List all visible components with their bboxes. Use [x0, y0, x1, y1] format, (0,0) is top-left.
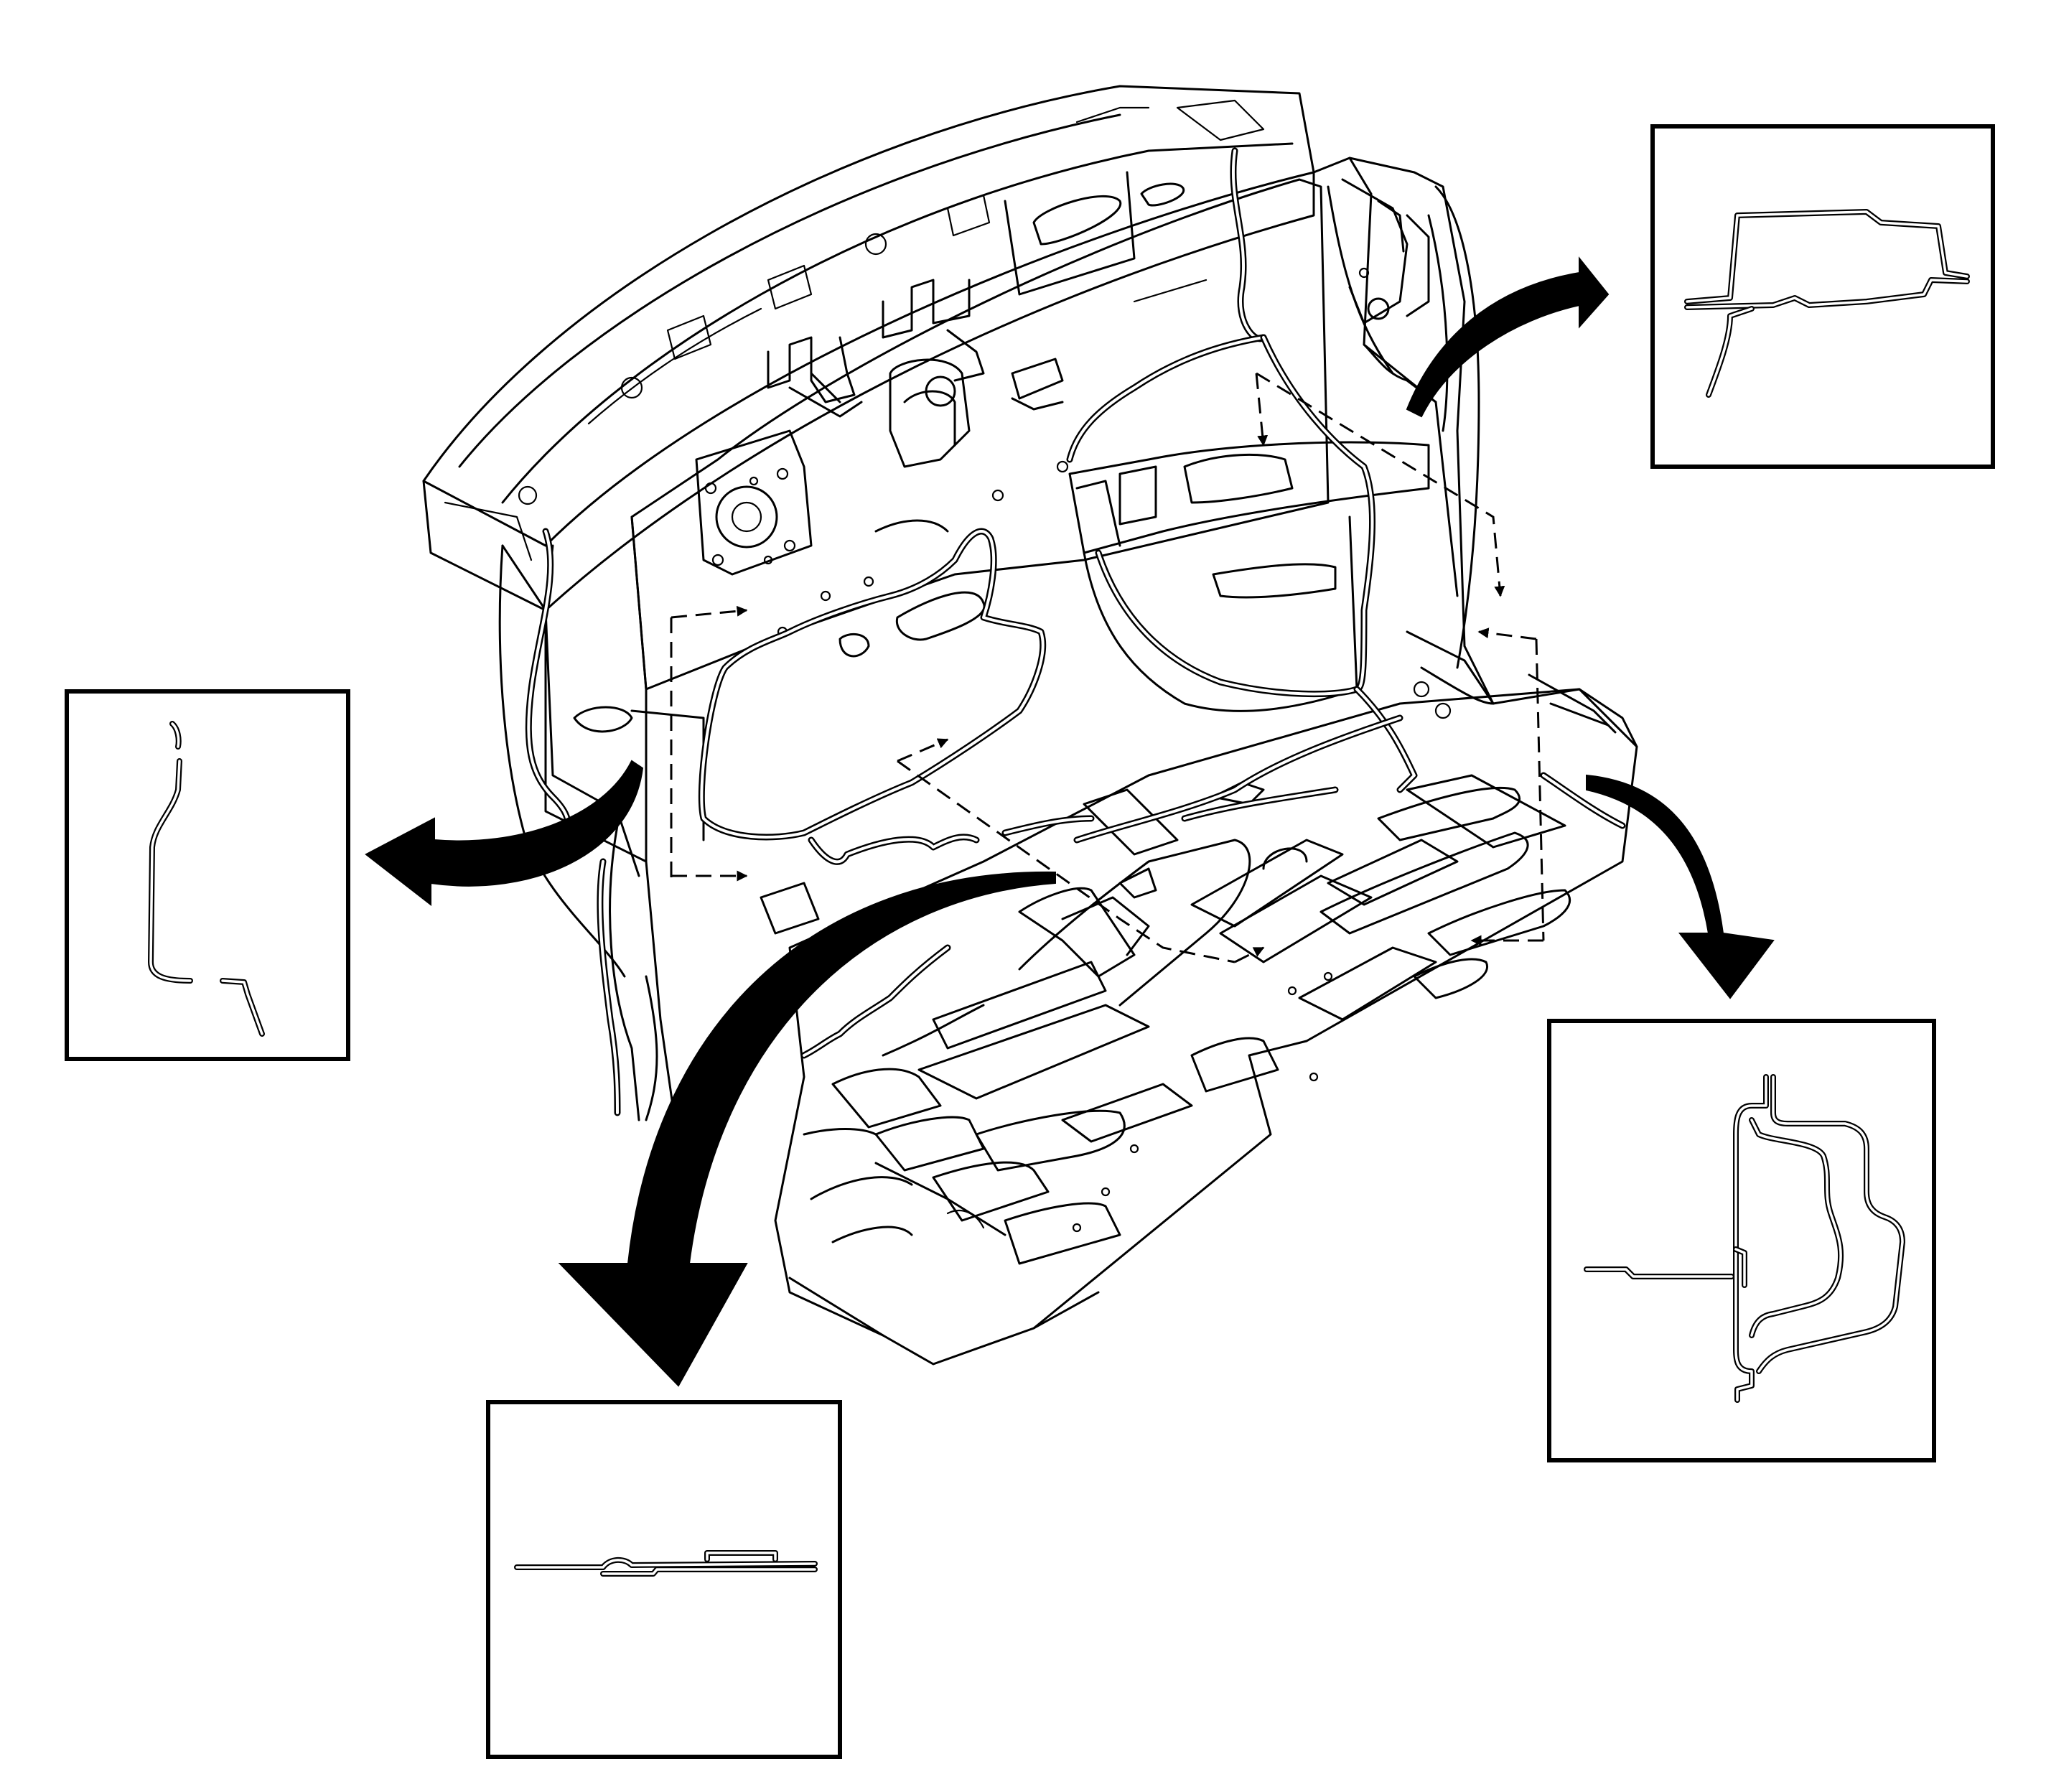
section-floor-lap-joint: [514, 1550, 818, 1577]
callout-frame: [486, 1400, 842, 1759]
callout-arrow-lower-right: [1586, 774, 1775, 999]
section-reference-lines: [670, 372, 1545, 963]
body-drawing: [365, 85, 1775, 1387]
right-hinge-pillar: [1312, 157, 1638, 748]
cowl-side-bracket: [1068, 441, 1430, 712]
callout-box-bottom: [486, 1400, 842, 1759]
left-hinge-pillar: [498, 515, 705, 1121]
callout-arrow-left: [365, 760, 644, 907]
section-dash-pillar: [148, 721, 265, 1037]
dash-panel: [630, 171, 1330, 691]
callout-box-lower-right: [1547, 1019, 1936, 1462]
callout-frame: [1650, 124, 1995, 469]
weld-beads: [525, 147, 1626, 1116]
callout-frame: [1547, 1019, 1936, 1462]
section-rocker-flange: [1684, 209, 1970, 398]
callout-frame: [65, 689, 350, 1061]
callout-arrow-upper-right: [1406, 256, 1610, 418]
cowl-top-panel: [422, 85, 1315, 612]
callout-box-left: [65, 689, 350, 1061]
section-rocker-channel: [1584, 1074, 1905, 1403]
callout-box-upper-right: [1650, 124, 1995, 469]
callout-arrow-bottom: [558, 871, 1056, 1387]
callout-arrows: [365, 256, 1775, 1387]
